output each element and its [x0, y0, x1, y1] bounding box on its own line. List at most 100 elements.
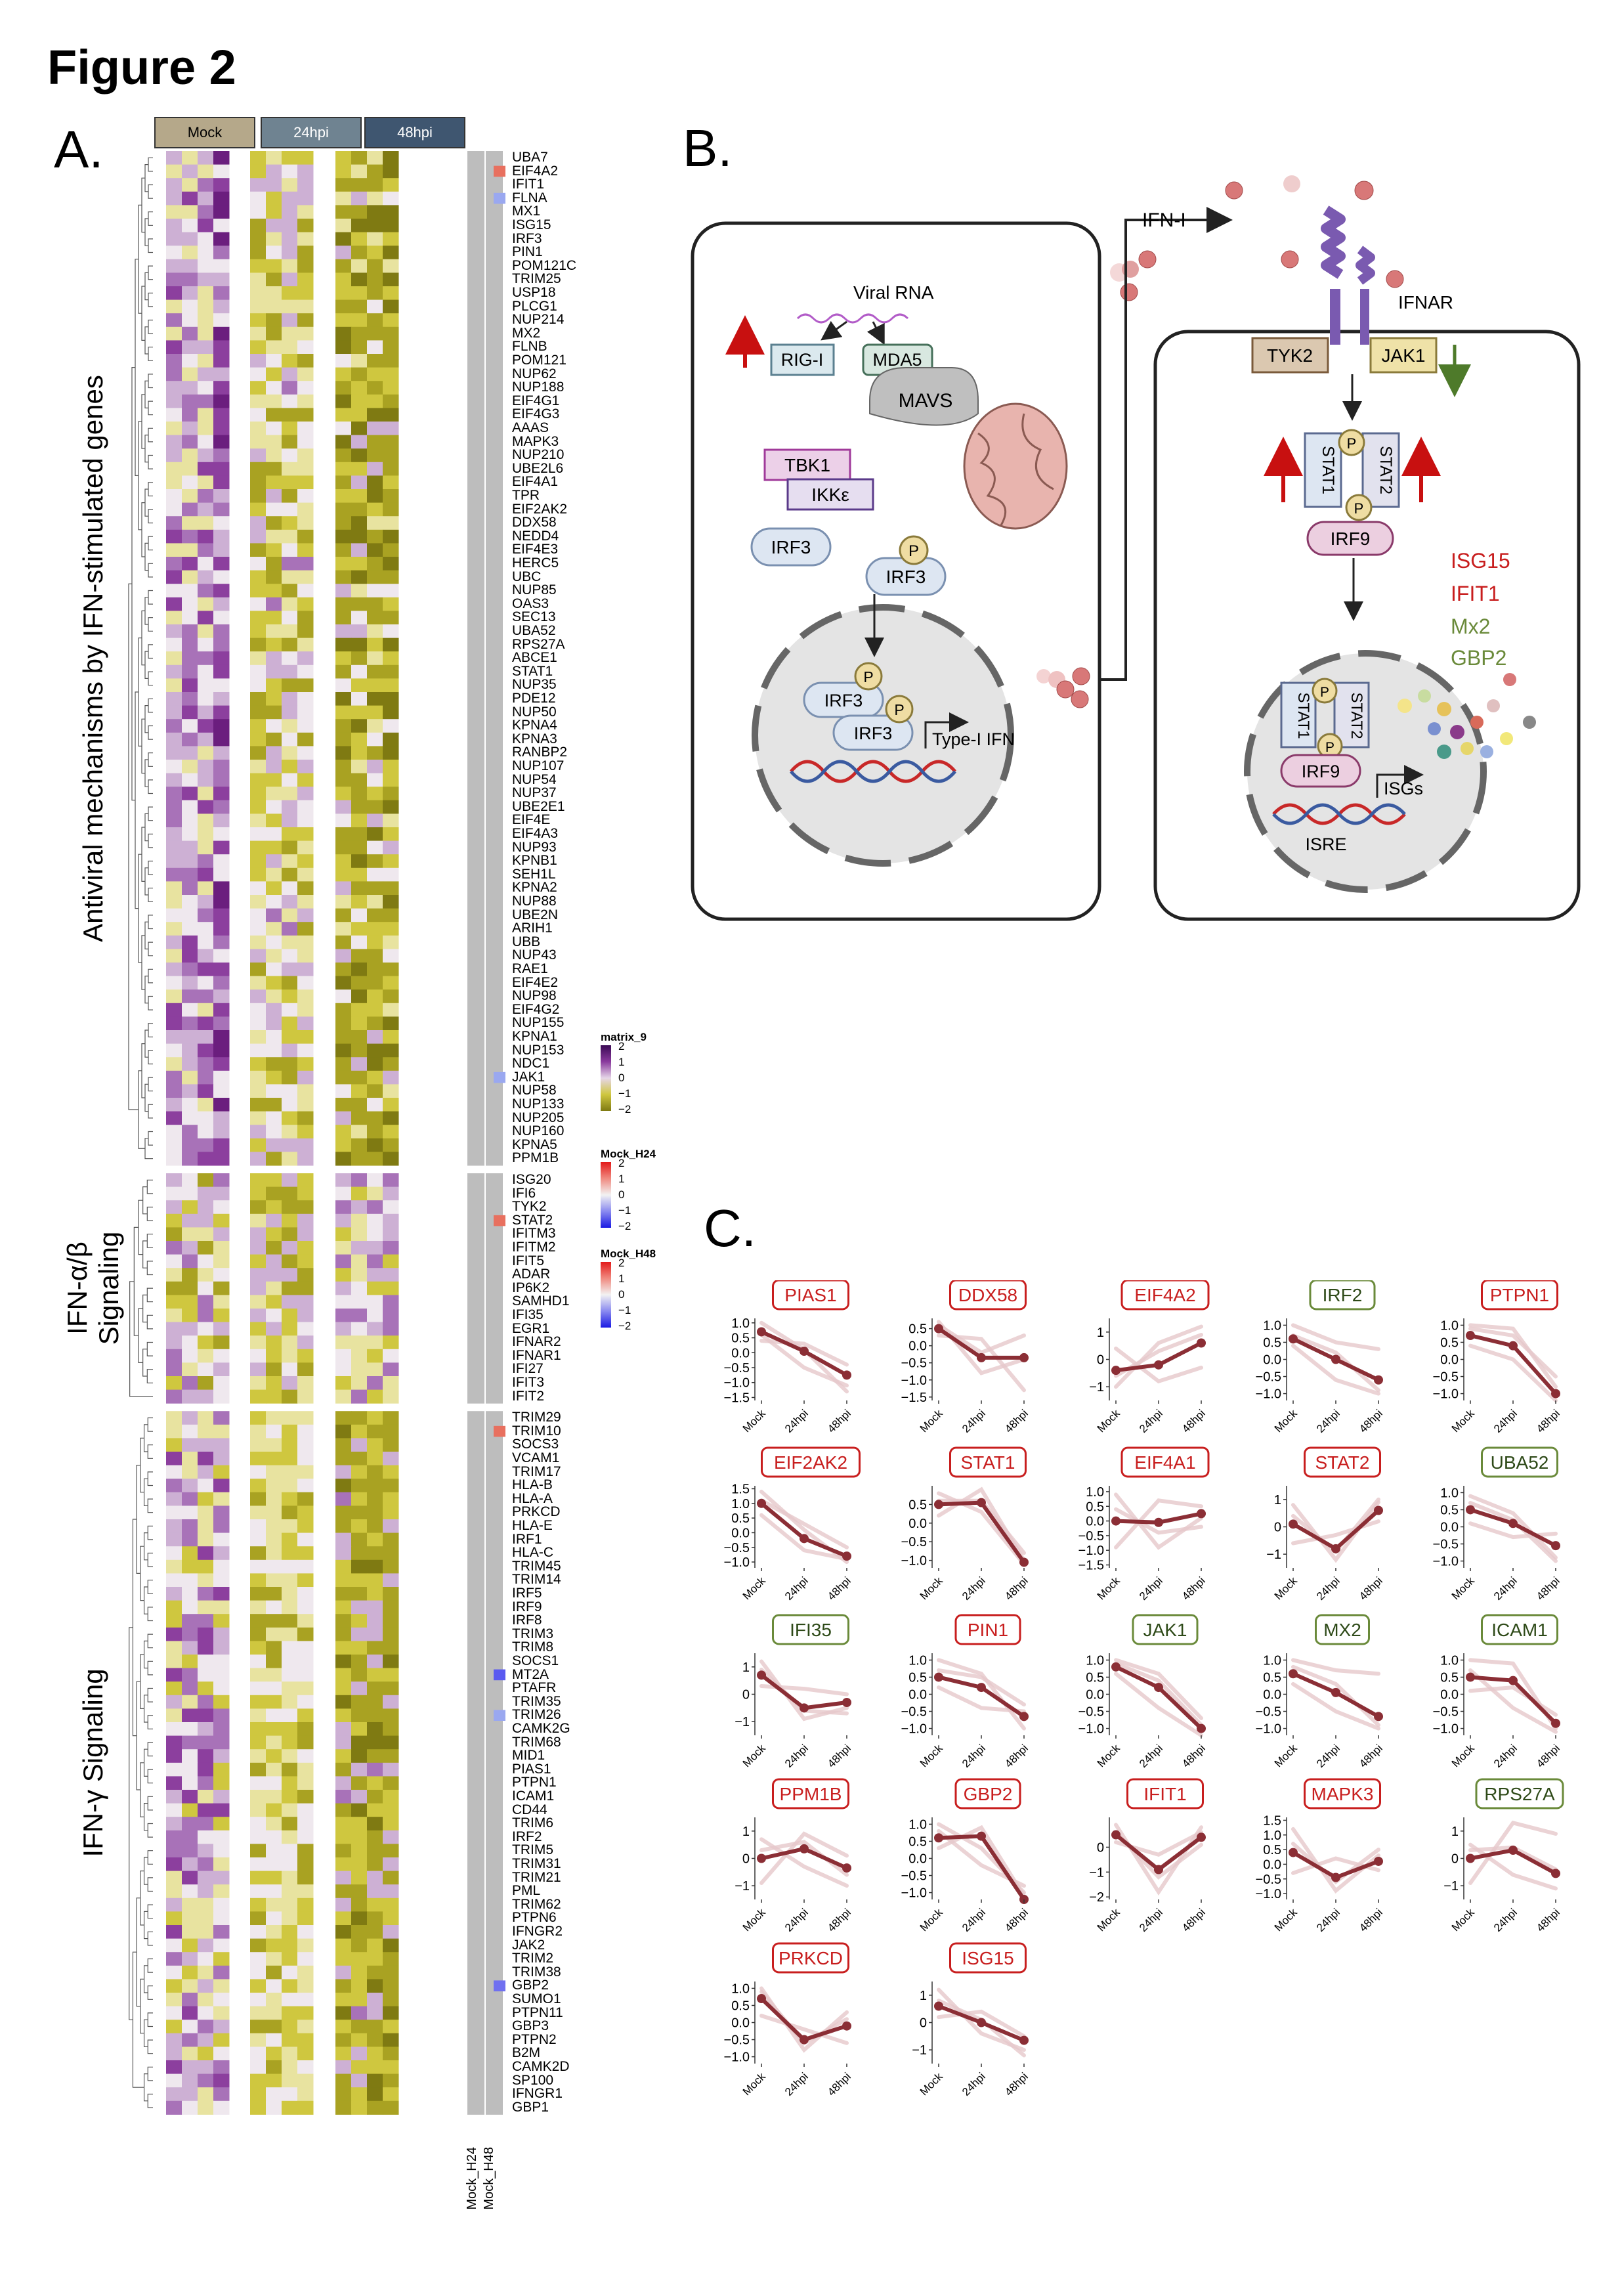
heatmap-cell: [282, 2020, 298, 2034]
gene-label: NUP62: [512, 366, 557, 381]
gene-label: KPNA1: [512, 1029, 557, 1044]
annotation-cell-h24: [467, 1043, 484, 1058]
heatmap-cell: [351, 326, 368, 341]
heatmap-cell: [166, 516, 182, 531]
heatmap-cell: [383, 448, 399, 463]
mean-point: [1154, 1360, 1163, 1370]
heatmap-cell: [266, 1965, 282, 1980]
annotation-mark: [494, 1710, 505, 1721]
heatmap-cell: [367, 340, 383, 355]
annotation-cell-h24: [467, 895, 484, 909]
heatmap-cell: [198, 963, 214, 977]
heatmap-cell: [166, 746, 182, 760]
heatmap-cell: [383, 1695, 399, 1709]
heatmap-cell: [266, 692, 282, 706]
heatmap-cell: [335, 638, 352, 652]
heatmap-cell: [213, 489, 230, 504]
heatmap-cell: [297, 1200, 314, 1215]
mean-point: [800, 2035, 809, 2045]
heatmap-cell: [166, 1681, 182, 1696]
heatmap-cell: [351, 1614, 368, 1628]
heatmap-cell: [367, 1844, 383, 1858]
heatmap-cell: [213, 705, 230, 720]
heatmap-cell: [213, 435, 230, 449]
heatmap-cell: [367, 611, 383, 625]
heatmap-cell: [250, 867, 267, 882]
annotation-cell-h48: [486, 1965, 503, 1980]
heatmap-cell: [367, 1030, 383, 1045]
heatmap-cell: [335, 1614, 352, 1628]
heatmap-cell: [166, 1817, 182, 1831]
y-tick-label: −1.0: [901, 1886, 927, 1901]
heatmap-cell: [297, 340, 314, 355]
replicate-line: [759, 1498, 849, 1549]
heatmap-cell: [166, 2033, 182, 2047]
heatmap-cell: [250, 2060, 267, 2075]
heatmap-cell: [213, 908, 230, 922]
heatmap-cell: [297, 1030, 314, 1045]
legend-tick: 1: [618, 1272, 625, 1285]
heatmap-cell: [351, 529, 368, 544]
heatmap-cell: [250, 422, 267, 436]
heatmap-cell: [250, 746, 267, 760]
y-tick-label: 0.5: [1086, 1500, 1104, 1514]
heatmap-cell: [383, 597, 399, 611]
heatmap-cell: [166, 813, 182, 828]
mean-point: [1331, 1544, 1340, 1553]
replicate-line: [937, 1668, 1026, 1707]
gene-label: RAE1: [512, 961, 548, 976]
plot-title: EIF2AK2: [774, 1452, 847, 1473]
gene-label: NUP50: [512, 704, 557, 720]
x-tick-label: 48hpi: [1534, 1574, 1562, 1603]
annotation-cell-h24: [467, 557, 484, 571]
mean-point: [1154, 1683, 1163, 1693]
heatmap-cell: [182, 151, 198, 165]
heatmap-cell: [297, 1559, 314, 1574]
heatmap-cell: [213, 205, 230, 219]
annotation-cell-h48: [486, 1735, 503, 1750]
heatmap-cell: [351, 611, 368, 625]
heatmap-cell: [335, 787, 352, 801]
heatmap-cell: [282, 1098, 298, 1112]
gene-label: UBA7: [512, 150, 548, 165]
mean-point: [1019, 1557, 1029, 1567]
annotation-cell-h48: [486, 1844, 503, 1858]
heatmap-cell: [266, 1655, 282, 1669]
heatmap-cell: [335, 651, 352, 666]
mean-point: [1374, 1856, 1383, 1866]
heatmap-cell: [383, 1925, 399, 1939]
gene-label: PTPN11: [512, 2004, 563, 2020]
heatmap-cell: [297, 705, 314, 720]
heatmap-cell: [266, 367, 282, 381]
heatmap-cell: [198, 1614, 214, 1628]
heatmap-cell: [367, 1376, 383, 1391]
heatmap-cell: [383, 840, 399, 855]
gene-label: IFNAR1: [512, 1347, 561, 1363]
heatmap-cell: [297, 1844, 314, 1858]
heatmap-cell: [335, 1735, 352, 1750]
annotation-mark: [494, 192, 505, 204]
heatmap-cell: [198, 773, 214, 787]
heatmap-cell: [166, 2100, 182, 2115]
y-tick-label: 0.0: [1440, 1688, 1459, 1702]
gene-label: EIF4G3: [512, 406, 560, 422]
x-tick-label: 48hpi: [1534, 1906, 1562, 1934]
heatmap-cell: [166, 1254, 182, 1268]
annotation-cell-h48: [486, 1003, 503, 1017]
heatmap-cell: [367, 1668, 383, 1682]
annotation-cell-h24: [467, 1295, 484, 1309]
heatmap-cell: [213, 178, 230, 192]
heatmap-cell: [282, 1695, 298, 1709]
heatmap-cell: [297, 1830, 314, 1844]
heatmap-cell: [282, 1362, 298, 1377]
heatmap-cell: [213, 1871, 230, 1885]
heatmap-cell: [367, 1138, 383, 1152]
annotation-cell-h24: [467, 908, 484, 922]
annotation-cell-h48: [486, 705, 503, 720]
heatmap-cell: [250, 1309, 267, 1323]
heatmap-cell: [335, 462, 352, 476]
gene-label: EIF4A1: [512, 474, 559, 490]
heatmap-cell: [266, 624, 282, 639]
